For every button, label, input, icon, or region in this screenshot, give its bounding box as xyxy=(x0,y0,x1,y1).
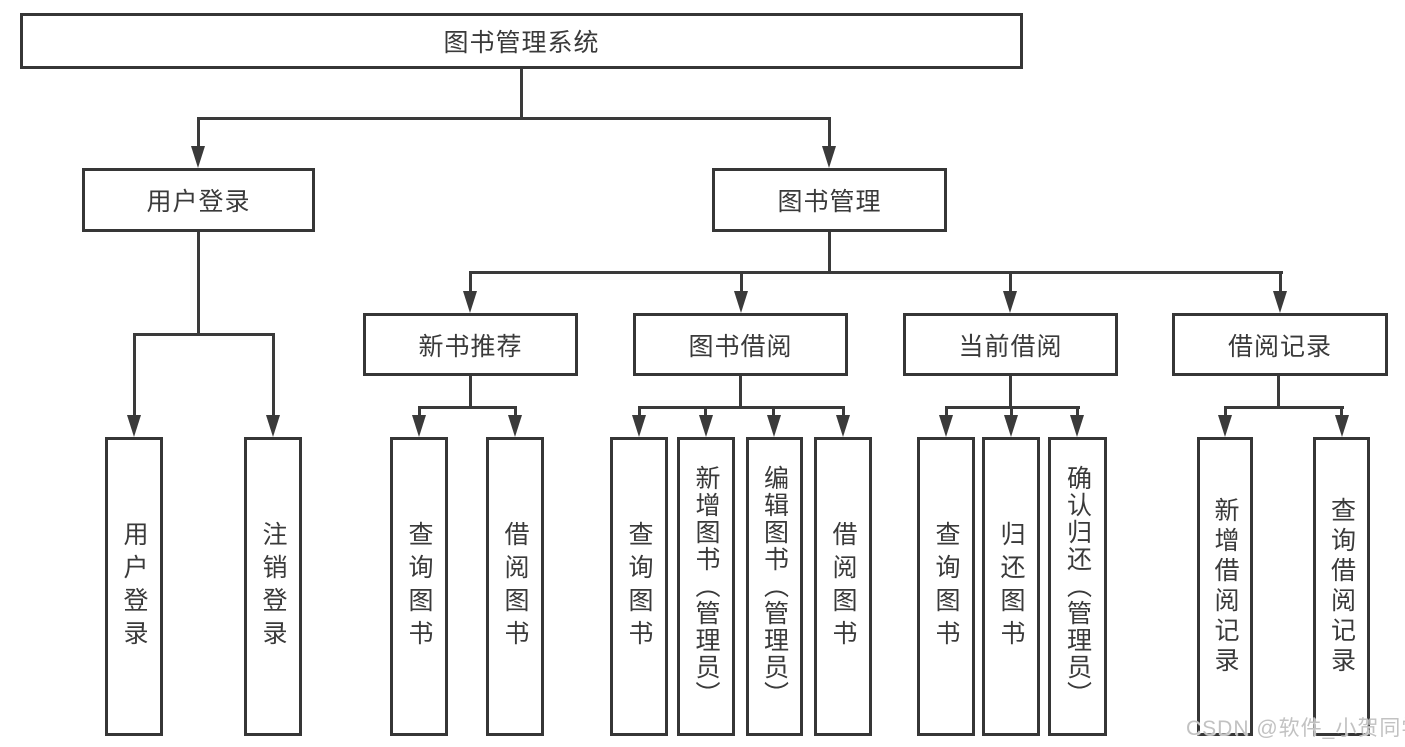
node-root: 图书管理系统 xyxy=(20,13,1023,69)
leaf-query-books-borrow: 查询图书 xyxy=(610,437,668,736)
connector-line xyxy=(133,333,275,336)
connector-line xyxy=(1224,406,1227,418)
leaf-query-books-current: 查询图书 xyxy=(917,437,975,736)
arrow-down-icon xyxy=(508,415,522,437)
connector-line xyxy=(842,406,845,418)
arrow-down-icon xyxy=(734,291,748,313)
connector-line xyxy=(828,117,831,148)
leaf-return-books: 归还图书 xyxy=(982,437,1040,736)
connector-line xyxy=(638,406,845,409)
connector-line xyxy=(1277,376,1280,408)
leaf-borrow-books-recommend: 借阅图书 xyxy=(486,437,544,736)
arrow-down-icon xyxy=(699,415,713,437)
arrow-down-icon xyxy=(127,415,141,437)
arrow-down-icon xyxy=(1003,291,1017,313)
connector-line xyxy=(1009,376,1012,408)
connector-line xyxy=(1224,406,1344,409)
node-new-book-recommend: 新书推荐 xyxy=(363,313,578,376)
connector-line xyxy=(945,406,948,418)
leaf-borrow-books: 借阅图书 xyxy=(814,437,872,736)
leaf-user-login: 用户登录 xyxy=(105,437,163,736)
connector-line xyxy=(469,376,472,408)
connector-line xyxy=(704,406,707,418)
connector-line xyxy=(418,406,421,418)
connector-line xyxy=(739,376,742,408)
node-book-borrow: 图书借阅 xyxy=(633,313,848,376)
arrow-down-icon xyxy=(191,146,205,168)
arrow-down-icon xyxy=(822,146,836,168)
leaf-query-books-recommend: 查询图书 xyxy=(390,437,448,736)
connector-line xyxy=(197,117,831,120)
arrow-down-icon xyxy=(463,291,477,313)
connector-line xyxy=(133,333,136,417)
arrow-down-icon xyxy=(1273,291,1287,313)
connector-line xyxy=(469,271,1283,274)
node-borrow-records: 借阅记录 xyxy=(1172,313,1388,376)
connector-line xyxy=(197,232,200,336)
connector-line xyxy=(1279,271,1282,293)
arrow-down-icon xyxy=(632,415,646,437)
leaf-add-borrow-record: 新增借阅记录 xyxy=(1197,437,1253,736)
arrow-down-icon xyxy=(1004,415,1018,437)
connector-line xyxy=(197,117,200,148)
node-user-login: 用户登录 xyxy=(82,168,315,232)
connector-line xyxy=(469,271,472,293)
connector-line xyxy=(1010,406,1013,418)
connector-line xyxy=(772,406,775,418)
leaf-query-borrow-record: 查询借阅记录 xyxy=(1313,437,1370,736)
connector-line xyxy=(638,406,641,418)
connector-line xyxy=(514,406,517,418)
arrow-down-icon xyxy=(836,415,850,437)
arrow-down-icon xyxy=(266,415,280,437)
leaf-add-books-admin: 新增图书（管理员） xyxy=(677,437,735,736)
connector-line xyxy=(272,333,275,417)
arrow-down-icon xyxy=(412,415,426,437)
arrow-down-icon xyxy=(1335,415,1349,437)
connector-line xyxy=(1340,406,1343,418)
watermark: CSDN @软件_小贺同学 xyxy=(1186,717,1405,740)
leaf-confirm-return-admin: 确认归还（管理员） xyxy=(1048,437,1107,736)
node-book-management: 图书管理 xyxy=(712,168,947,232)
arrow-down-icon xyxy=(767,415,781,437)
arrow-down-icon xyxy=(939,415,953,437)
leaf-logout: 注销登录 xyxy=(244,437,302,736)
connector-line xyxy=(418,406,517,409)
arrow-down-icon xyxy=(1070,415,1084,437)
connector-line xyxy=(520,69,523,120)
connector-line xyxy=(828,232,831,274)
connector-line xyxy=(1076,406,1079,418)
leaf-edit-books-admin: 编辑图书（管理员） xyxy=(746,437,803,736)
node-current-borrow: 当前借阅 xyxy=(903,313,1118,376)
arrow-down-icon xyxy=(1218,415,1232,437)
connector-line xyxy=(740,271,743,293)
connector-line xyxy=(1009,271,1012,293)
